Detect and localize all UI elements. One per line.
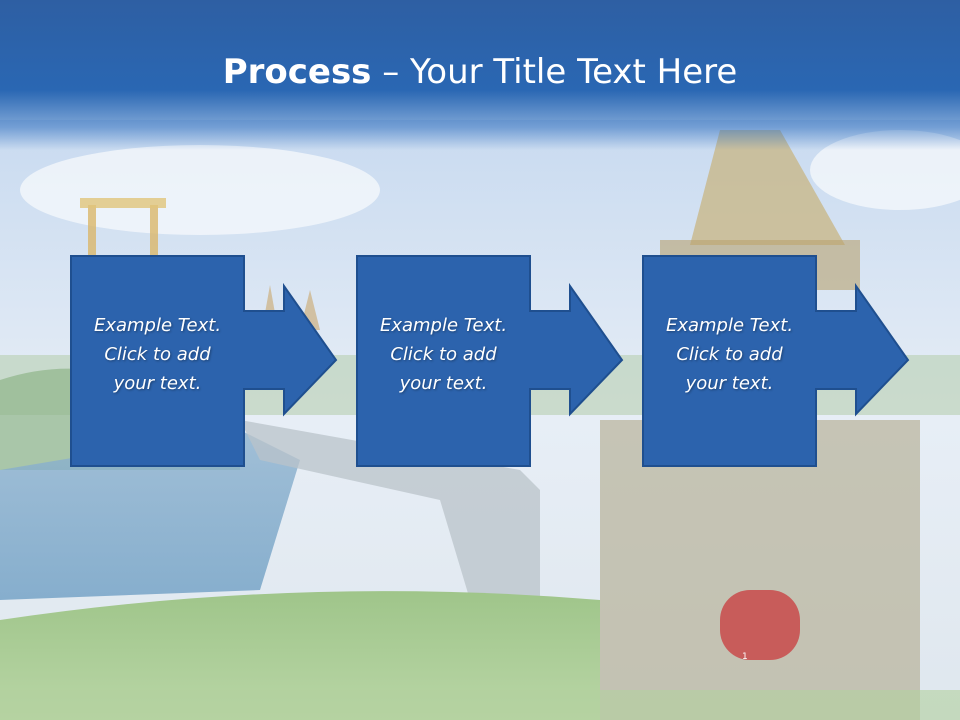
title-rest-part: – Your Title Text Here	[371, 52, 738, 92]
process-step-1[interactable]: Example Text. Click to add your text.	[70, 255, 338, 467]
process-step-2[interactable]: Example Text. Click to add your text.	[356, 255, 624, 467]
step-2-text: Example Text. Click to add your text.	[379, 315, 508, 394]
arrow-box-shape	[642, 255, 910, 467]
process-step-3[interactable]: Example Text. Click to add your text.	[642, 255, 910, 467]
step-3-text: Example Text. Click to add your text.	[665, 315, 794, 394]
page-number: 1	[742, 652, 748, 662]
slide-title[interactable]: Process – Your Title Text Here	[0, 52, 960, 92]
title-bar	[0, 0, 960, 150]
title-bold-part: Process	[222, 52, 372, 92]
step-1-text: Example Text. Click to add your text.	[93, 315, 222, 394]
arrow-box-shape	[70, 255, 338, 467]
arrow-box-shape	[356, 255, 624, 467]
